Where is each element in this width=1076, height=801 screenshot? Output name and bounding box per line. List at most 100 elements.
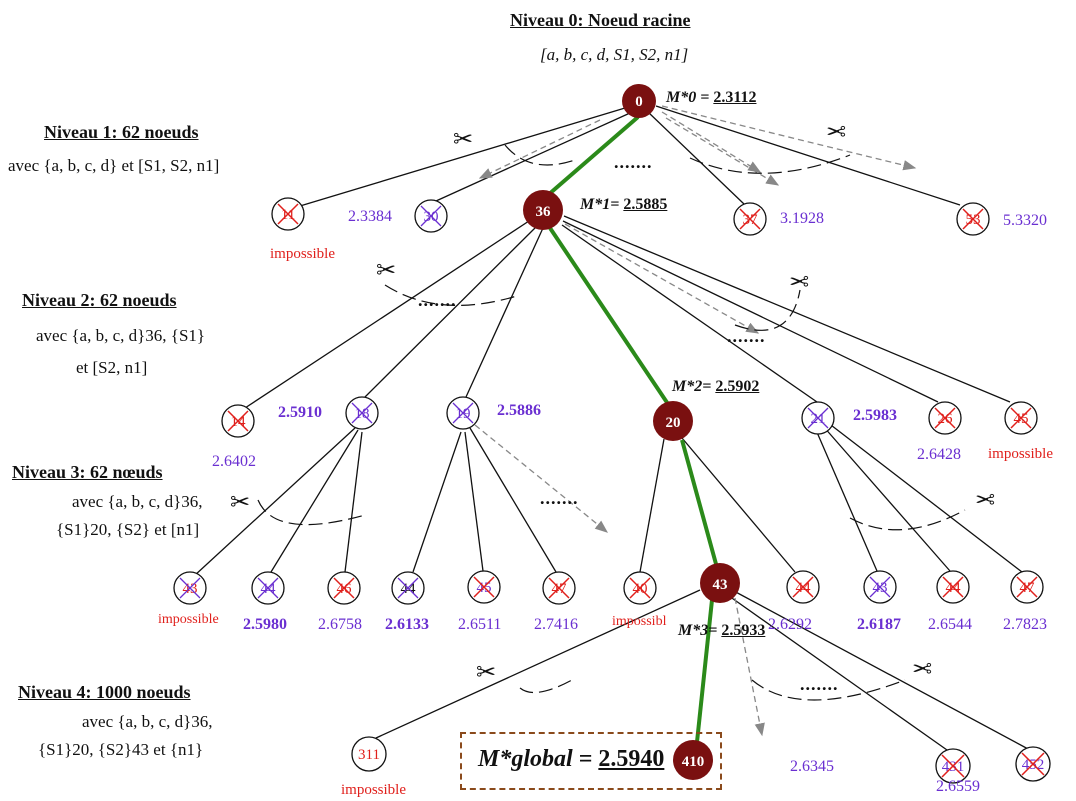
scissors-icon: ✂ — [826, 118, 847, 146]
level-3-vars-line2: {S1}20, {S2} et [n1] — [56, 520, 200, 539]
cross-mark — [179, 577, 201, 599]
node-26: 26 — [928, 401, 962, 435]
node-43-level3-left: 43 — [173, 571, 207, 605]
node-43-level3-right: 43 — [863, 570, 897, 604]
node-30: 30 — [414, 199, 448, 233]
global-optimum-label: M*global = 2.5940 — [478, 746, 664, 773]
cross-mark — [869, 576, 891, 598]
level-2-title: Niveau 2: 62 noeuds — [22, 290, 177, 310]
value-node-44a: 2.5980 — [243, 616, 287, 633]
cross-mark — [420, 205, 442, 227]
cut-arcs-level-2 — [384, 284, 801, 331]
scissors-icon: ✂ — [975, 486, 996, 514]
level-1-title: Niveau 1: 62 noeuds — [44, 122, 199, 142]
cross-mark — [333, 577, 355, 599]
node-18: 18 — [345, 396, 379, 430]
scissors-icon: ✂ — [230, 488, 251, 516]
value-node-21: 2.5983 — [853, 407, 897, 424]
pruned-arrows-level-4 — [734, 597, 765, 737]
value-node-19: 2.5886 — [497, 402, 541, 419]
scissors-icon: ✂ — [453, 125, 474, 153]
level-1-vars: avec {a, b, c, d} et [S1, S2, n1] — [8, 156, 220, 175]
level-4-title: Niveau 4: 1000 noeuds — [18, 682, 191, 702]
cross-mark — [1021, 752, 1045, 776]
scissors-icon: ✂ — [476, 658, 497, 686]
node-47-level3-a: 47 — [542, 571, 576, 605]
node-311: 311 — [351, 736, 387, 772]
cross-mark — [942, 576, 964, 598]
level-0-vars-text: [a, b, c, d, S1, S2, n1] — [540, 45, 689, 64]
cut-arcs-level-1 — [504, 144, 851, 174]
pruned-arrows-level-2 — [564, 223, 760, 334]
cross-mark — [227, 410, 249, 432]
scissors-icon: ✂ — [789, 268, 810, 296]
m3-value: 2.5933 — [721, 622, 766, 639]
value-node-47a: 2.7416 — [534, 616, 578, 633]
pruned-arrows-level-1 — [478, 105, 917, 186]
node-21: 21 — [801, 401, 835, 435]
m1-label: M*1= 2.5885 — [580, 196, 667, 214]
cross-mark — [739, 208, 761, 230]
level-0-vars: [a, b, c, d, S1, S2, n1] — [540, 43, 688, 67]
edges-level-4 — [375, 589, 1031, 751]
value-node-26: 2.6428 — [917, 446, 961, 463]
cut-arcs-level-3 — [257, 499, 966, 531]
node-45-level3: 45 — [467, 570, 501, 604]
cross-mark — [792, 576, 814, 598]
cut-arcs-level-4 — [519, 679, 906, 701]
global-value: 2.5940 — [598, 746, 665, 772]
value-node-53: 5.3320 — [1003, 212, 1047, 229]
ellipsis-level-1: ....... — [614, 152, 653, 172]
node-root: 0 — [622, 84, 656, 118]
level-4-vars-line2: {S1}20, {S2}43 et {n1} — [38, 740, 204, 759]
pruned-arrows-level-3 — [474, 424, 609, 533]
node-45-level2: 45 — [1004, 401, 1038, 435]
global-optimum-box — [460, 732, 722, 790]
m2-value: 2.5902 — [715, 378, 760, 395]
cross-mark — [397, 577, 419, 599]
node-19: 19 — [446, 396, 480, 430]
level-4-vars-line1: avec {a, b, c, d}36, — [82, 712, 213, 731]
node-410: 410 — [673, 740, 713, 780]
m3-label: M*3= 2.5933 — [678, 622, 765, 640]
cross-mark — [807, 407, 829, 429]
node-36: 36 — [523, 190, 563, 230]
scissors-icon: ✂ — [912, 655, 933, 683]
value-node-44c: 2.6292 — [768, 616, 812, 633]
node-14: 14 — [221, 404, 255, 438]
value-node-37: 3.1928 — [780, 210, 824, 227]
value-node-43b: 2.6187 — [857, 616, 901, 633]
ellipsis-level-2-right: ....... — [727, 326, 766, 346]
m0-label-text: M*0 = — [666, 89, 710, 106]
level-3-title: Niveau 3: 62 nœuds — [12, 462, 163, 482]
node-11: 11 — [271, 197, 305, 231]
value-node-44d: 2.6544 — [928, 616, 972, 633]
ellipsis-level-2-left: ....... — [418, 290, 457, 310]
optimal-path-edge-3 — [680, 439, 718, 565]
level-0-title: Niveau 0: Noeud racine — [510, 10, 691, 30]
node-46: 46 — [327, 571, 361, 605]
node-40: 40 — [623, 571, 657, 605]
ellipsis-level-4: ....... — [800, 674, 839, 694]
cross-mark — [629, 577, 651, 599]
value-node-45: 2.6511 — [458, 616, 502, 633]
level-2-vars-line2: et [S2, n1] — [76, 358, 148, 377]
node-37: 37 — [733, 202, 767, 236]
node-431: 431 — [935, 748, 971, 784]
m1-label-text: M*1= — [580, 196, 620, 213]
node-53: 53 — [956, 202, 990, 236]
edges-level-1 — [299, 105, 961, 207]
scissors-icon: ✂ — [376, 256, 397, 284]
value-node-431: 2.6345 — [790, 758, 834, 775]
node-label: 311 — [358, 747, 380, 763]
cross-mark — [473, 576, 495, 598]
level-2-vars-line1: avec {a, b, c, d}36, {S1} — [36, 326, 206, 345]
impossible-node-311: impossible — [341, 782, 407, 798]
node-label: 43 — [713, 577, 728, 593]
node-20: 20 — [653, 401, 693, 441]
node-44-level3-a: 44 — [251, 571, 285, 605]
cross-mark — [351, 402, 373, 424]
cross-mark — [277, 203, 299, 225]
